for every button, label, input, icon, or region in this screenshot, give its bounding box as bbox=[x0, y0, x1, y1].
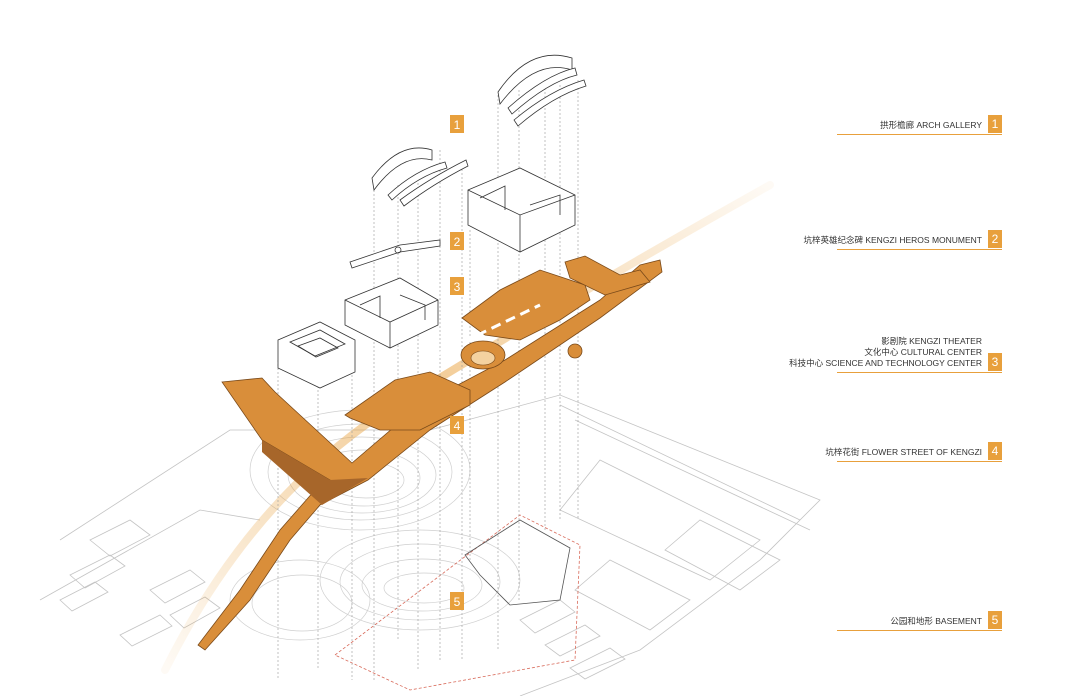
legend-label: 公园和地形 BASEMENT bbox=[890, 616, 982, 626]
heros-monument-model bbox=[349, 239, 441, 269]
legend-underline bbox=[837, 371, 1002, 373]
callout-5: 5 bbox=[450, 592, 464, 610]
svg-text:3: 3 bbox=[454, 280, 461, 294]
svg-text:5: 5 bbox=[454, 595, 461, 609]
svg-text:1: 1 bbox=[454, 118, 461, 132]
science-center-building bbox=[467, 167, 576, 253]
arch-gallery-models bbox=[371, 54, 587, 207]
basemap-linework bbox=[39, 394, 821, 696]
legend-line-science-center: 科技中心 SCIENCE AND TECHNOLOGY CENTER bbox=[789, 358, 982, 368]
legend-underline bbox=[837, 248, 1002, 250]
legend-item-basement: 公园和地形 BASEMENT 5 bbox=[672, 609, 1002, 631]
legend-item-theater-cultural-science: 影剧院 KENGZI THEATER 文化中心 CULTURAL CENTER … bbox=[672, 335, 1002, 373]
callout-1: 1 bbox=[450, 115, 464, 133]
svg-text:4: 4 bbox=[454, 419, 461, 433]
legend-number-badge: 4 bbox=[988, 442, 1002, 460]
legend-underline bbox=[837, 460, 1002, 462]
legend-number-badge: 1 bbox=[988, 115, 1002, 133]
legend-number-badge: 5 bbox=[988, 611, 1002, 629]
callout-3: 3 bbox=[450, 277, 464, 295]
callout-2: 2 bbox=[450, 232, 464, 250]
cultural-center-building bbox=[277, 321, 356, 389]
legend-label: 拱形檐廊 ARCH GALLERY bbox=[880, 120, 982, 130]
legend-underline bbox=[837, 629, 1002, 631]
basement-site-outline bbox=[334, 514, 581, 691]
legend-line-theater: 影剧院 KENGZI THEATER bbox=[881, 336, 982, 346]
legend-item-flower-street: 坑梓花街 FLOWER STREET OF KENGZI 4 bbox=[672, 440, 1002, 462]
legend-label: 坑梓英雄纪念碑 KENGZI HEROS MONUMENT bbox=[803, 235, 982, 245]
legend-underline bbox=[837, 133, 1002, 135]
legend-number-badge: 3 bbox=[988, 353, 1002, 371]
legend-number-badge: 2 bbox=[988, 230, 1002, 248]
callout-4: 4 bbox=[450, 416, 464, 434]
legend-item-heros-monument: 坑梓英雄纪念碑 KENGZI HEROS MONUMENT 2 bbox=[672, 228, 1002, 250]
legend-label-multiline: 影剧院 KENGZI THEATER 文化中心 CULTURAL CENTER … bbox=[789, 336, 982, 369]
svg-text:2: 2 bbox=[454, 235, 461, 249]
legend-label: 坑梓花街 FLOWER STREET OF KENGZI bbox=[825, 447, 982, 457]
legend-line-cultural-center: 文化中心 CULTURAL CENTER bbox=[864, 347, 982, 357]
basement-plaza-outline bbox=[464, 519, 571, 606]
flower-street-platform bbox=[197, 255, 663, 651]
theater-building bbox=[344, 277, 439, 349]
legend-item-arch-gallery: 拱形檐廊 ARCH GALLERY 1 bbox=[672, 113, 1002, 135]
